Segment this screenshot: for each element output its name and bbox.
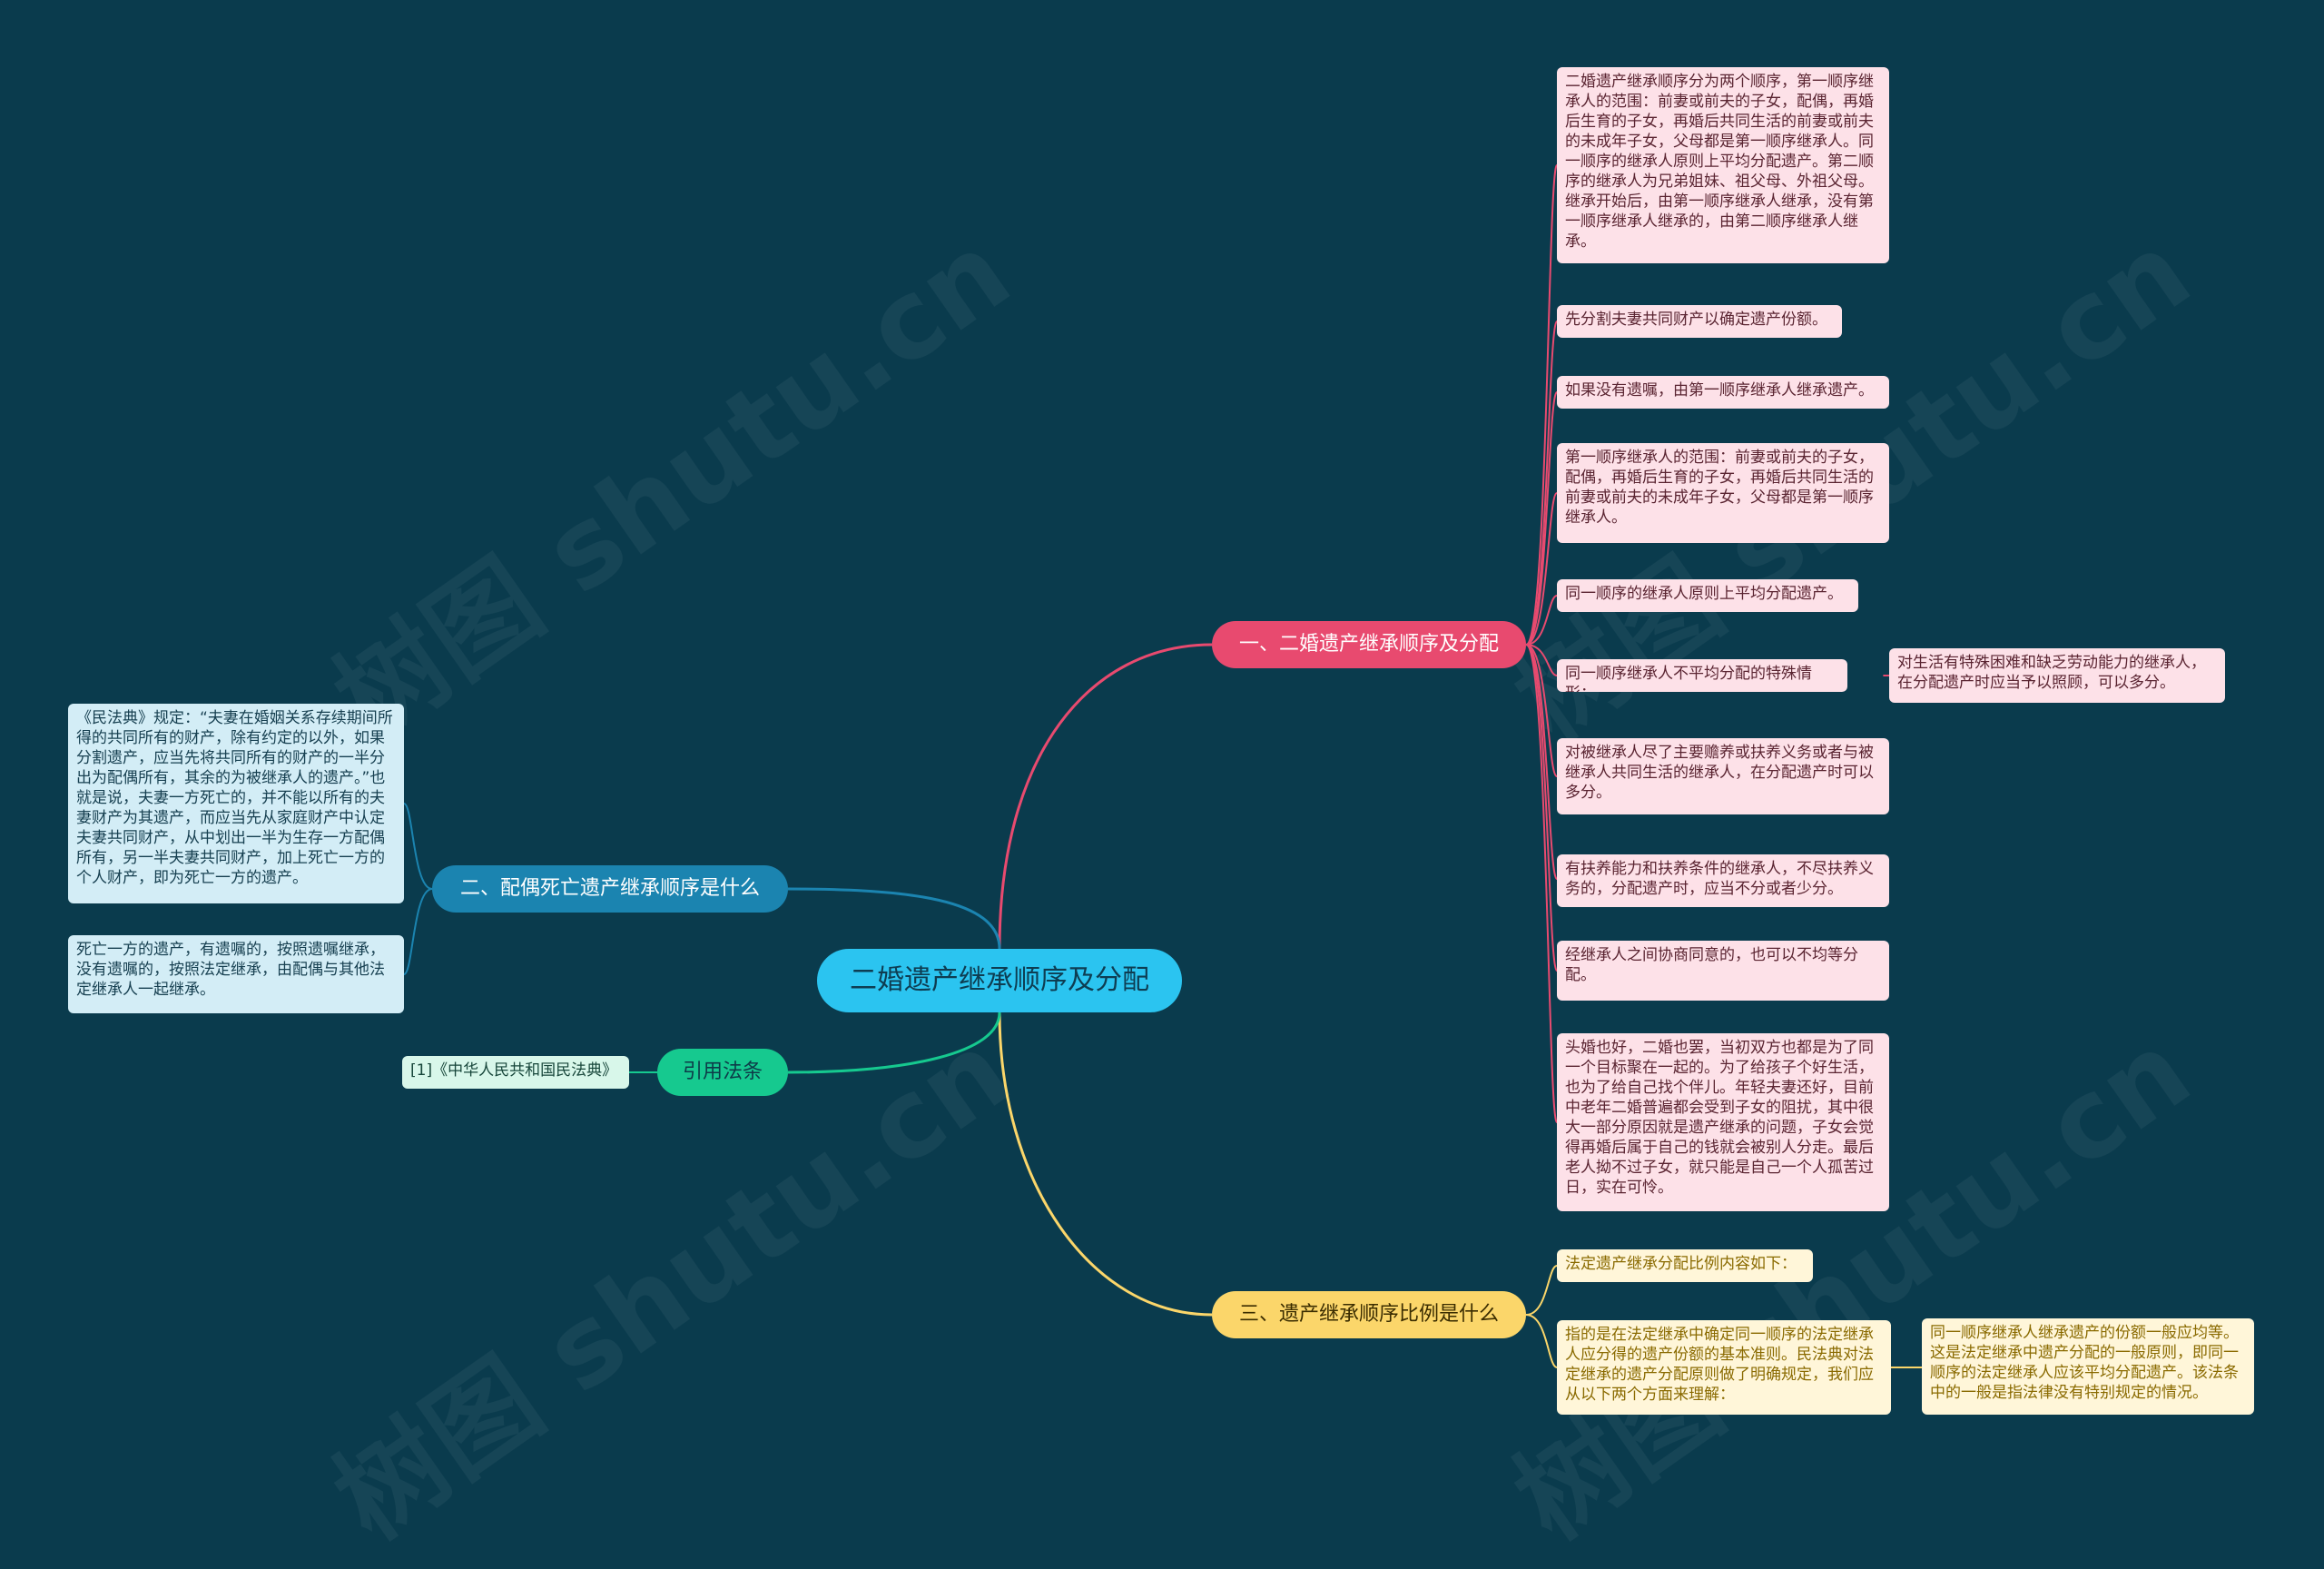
leaf-first-order-scope[interactable]: 第一顺序继承人的范围：前妻或前夫的子女，配偶，再婚后生育的子女，再婚后共同生活的… xyxy=(1557,443,1889,543)
leaf-support-duty[interactable]: 对被继承人尽了主要赡养或扶养义务或者与被继承人共同生活的继承人，在分配遗产时可以… xyxy=(1557,738,1889,814)
leaf-ratio-intro[interactable]: 法定遗产继承分配比例内容如下： xyxy=(1557,1249,1813,1282)
leaf-no-will[interactable]: 如果没有遗嘱，由第一顺序继承人继承遗产。 xyxy=(1557,376,1889,409)
leaf-split-property[interactable]: 先分割夫妻共同财产以确定遗产份额。 xyxy=(1557,305,1842,338)
leaf-special-hardship[interactable]: 对生活有特殊困难和缺乏劳动能力的继承人，在分配遗产时应当予以照顾，可以多分。 xyxy=(1889,648,2225,703)
leaf-remarriage-note[interactable]: 头婚也好，二婚也罢，当初双方也都是为了同一个目标聚在一起的。为了给孩子个好生活，… xyxy=(1557,1033,1889,1211)
leaf-equal-share[interactable]: 同一顺序继承人继承遗产的份额一般应均等。这是法定继承中遗产分配的一般原则，即同一… xyxy=(1922,1318,2254,1415)
leaf-negotiated[interactable]: 经继承人之间协商同意的，也可以不均等分配。 xyxy=(1557,941,1889,1001)
branch-inheritance-ratio[interactable]: 三、遗产继承顺序比例是什么 xyxy=(1212,1291,1526,1338)
branch-spouse-death-order[interactable]: 二、配偶死亡遗产继承顺序是什么 xyxy=(432,865,788,913)
leaf-equal-split[interactable]: 同一顺序的继承人原则上平均分配遗产。 xyxy=(1557,579,1858,612)
leaf-order-overview[interactable]: 二婚遗产继承顺序分为两个顺序，第一顺序继承人的范围：前妻或前夫的子女，配偶，再婚… xyxy=(1557,67,1889,263)
branch-inheritance-order[interactable]: 一、二婚遗产继承顺序及分配 xyxy=(1212,621,1526,668)
leaf-civil-code-rule[interactable]: 《民法典》规定：“夫妻在婚姻关系存续期间所得的共同所有的财产，除有约定的以外，如… xyxy=(68,704,404,903)
connector-lines xyxy=(403,164,1922,1368)
leaf-ratio-principle[interactable]: 指的是在法定继承中确定同一顺序的法定继承人应分得的遗产份额的基本准则。民法典对法… xyxy=(1557,1320,1891,1415)
branch-cited-law[interactable]: 引用法条 xyxy=(657,1049,788,1096)
leaf-civil-code-citation[interactable]: [1]《中华人民共和国民法典》 xyxy=(402,1056,629,1089)
leaf-no-support[interactable]: 有扶养能力和扶养条件的继承人，不尽扶养义务的，分配遗产时，应当不分或者少分。 xyxy=(1557,854,1889,907)
leaf-will-or-statutory[interactable]: 死亡一方的遗产，有遗嘱的，按照遗嘱继承，没有遗嘱的，按照法定继承，由配偶与其他法… xyxy=(68,935,404,1013)
central-topic[interactable]: 二婚遗产继承顺序及分配 xyxy=(817,949,1182,1012)
leaf-special-cases[interactable]: 同一顺序继承人不平均分配的特殊情形： xyxy=(1557,659,1847,692)
